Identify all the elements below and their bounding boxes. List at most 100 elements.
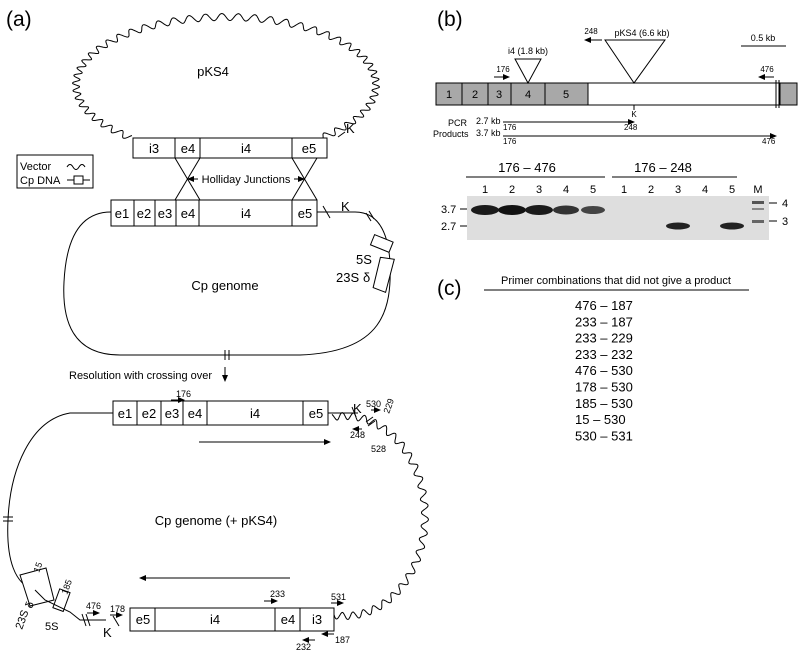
genome-e4: e4: [181, 206, 195, 221]
pks4-insertion-triangle: [604, 39, 666, 84]
table-row: 185 – 530: [575, 396, 633, 411]
table-row: 15 – 530: [575, 412, 626, 427]
map-primer-476: 476: [760, 65, 774, 74]
primer-232: 232: [296, 642, 311, 651]
integrated-lower-i3: i3: [312, 612, 322, 627]
integrated-e2: e2: [142, 406, 156, 421]
table-heading: Primer combinations that did not give a …: [501, 275, 731, 287]
genome-23s-label: 23S: [336, 270, 359, 285]
gel-group-1-label: 176 – 476: [498, 160, 556, 175]
integrated-break-mark-left: [3, 516, 13, 522]
panel-label-b: (b): [437, 8, 463, 31]
products-label: Products: [433, 129, 469, 139]
product-2-size: 3.7 kb: [476, 128, 501, 138]
primer-233: 233: [270, 589, 285, 599]
integrated-e1: e1: [118, 406, 132, 421]
product-1-size: 2.7 kb: [476, 116, 501, 126]
primer-187: 187: [335, 635, 350, 645]
genome-k-site: K: [341, 199, 350, 214]
primer-476: 476: [86, 601, 101, 611]
table-row: 476 – 530: [575, 363, 633, 378]
integrated-k-tick-lower: [112, 615, 120, 627]
gel-size-right-3: 3: [782, 216, 788, 228]
primer-530: 530: [366, 399, 381, 409]
map-exon-2: 2: [472, 89, 478, 101]
genome-23s-box: [372, 256, 395, 294]
plasmid-vector-loop: [72, 12, 380, 140]
i4-insertion-label: i4 (1.8 kb): [508, 46, 548, 56]
gene-map: [435, 80, 798, 108]
gel-lane-label: 2: [509, 184, 515, 196]
gel-bands: [471, 201, 764, 230]
gel-size-left-2.7: 2.7: [441, 221, 456, 233]
construct-i3: i3: [149, 141, 159, 156]
integrated-vector-wave: [331, 412, 429, 620]
plasmid-construct: [132, 137, 328, 159]
integrated-i4: i4: [250, 406, 260, 421]
i4-insertion-triangle: [514, 58, 542, 85]
genome-label: Cp genome: [191, 278, 258, 293]
plasmid-k-site: K: [346, 121, 355, 136]
integrated-23s-delta: δ: [24, 600, 37, 610]
gel-lane-label: 4: [563, 184, 569, 196]
gel-lane-label: 1: [621, 184, 627, 196]
gel-lane-label: 5: [729, 184, 735, 196]
plasmid-k-tick: [337, 131, 346, 138]
integrated-e4: e4: [188, 406, 202, 421]
map-exon-5: 5: [563, 89, 569, 101]
genome-break-mark-top: [365, 210, 375, 222]
table-row: 178 – 530: [575, 380, 633, 395]
primer-176: 176: [176, 389, 191, 399]
product-2-right: 476: [762, 137, 776, 146]
gel-size-right-4: 4: [782, 198, 788, 210]
genome-e1: e1: [115, 206, 129, 221]
integrated-e5: e5: [309, 406, 323, 421]
primer-528: 528: [371, 444, 386, 454]
map-k-site: K: [631, 110, 637, 119]
genome-k-tick: [322, 205, 331, 219]
genome-break-mark-bottom: [224, 350, 230, 360]
primer-185: 185: [59, 578, 74, 596]
panel-label-a: (a): [6, 8, 32, 31]
integrated-lower-i4: i4: [210, 612, 220, 627]
gel-image: [467, 196, 769, 240]
construct-e5: e5: [302, 141, 316, 156]
product-2-left: 176: [503, 137, 517, 146]
genome-e3: e3: [158, 206, 172, 221]
integrated-e3: e3: [165, 406, 179, 421]
integrated-23s-label: 23S: [14, 609, 32, 632]
genome-5s-label: 5S: [356, 252, 372, 267]
map-exon-1: 1: [446, 89, 452, 101]
product-1-left: 176: [503, 123, 517, 132]
legend-vector: Vector: [20, 161, 52, 173]
integrated-break-mark-bottom-left: [81, 613, 91, 627]
holliday-junctions: [174, 157, 318, 201]
gel-lane-label: 2: [648, 184, 654, 196]
map-primer-248: 248: [584, 27, 598, 36]
primer-531: 531: [331, 592, 346, 602]
gel-lane-label: 5: [590, 184, 596, 196]
genome-i4: i4: [241, 206, 251, 221]
genome-23s-delta: δ: [363, 270, 370, 285]
gel-lane-label: 1: [482, 184, 488, 196]
primer-229: 229: [381, 397, 396, 415]
pks4-insertion-label: pKS4 (6.6 kb): [614, 28, 669, 38]
map-primer-176: 176: [496, 65, 510, 74]
integrated-23s-box: [19, 567, 55, 607]
integrated-5s-label: 5S: [45, 621, 58, 633]
table-row: 233 – 229: [575, 331, 633, 346]
pcr-label: PCR: [448, 118, 468, 128]
integrated-lower-construct: [129, 607, 335, 632]
genome-e5: e5: [298, 206, 312, 221]
gel-lane-label: 3: [675, 184, 681, 196]
integrated-genome-label: Cp genome (+ pKS4): [155, 513, 277, 528]
integrated-k-upper: K: [353, 401, 362, 416]
integrated-lower-e5: e5: [136, 612, 150, 627]
integrated-upper-construct: [112, 400, 329, 426]
integrated-cp-arc-left: [7, 412, 113, 591]
integrated-cp-lower-link: [34, 589, 106, 621]
gel-lane-label: 3: [536, 184, 542, 196]
genome-5s-box: [369, 233, 394, 253]
